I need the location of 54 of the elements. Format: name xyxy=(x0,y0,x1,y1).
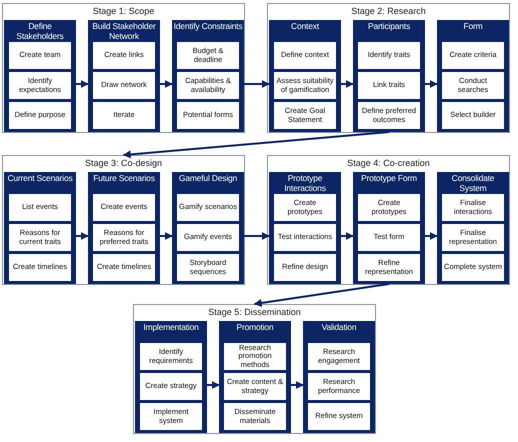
phase-column xyxy=(353,20,425,132)
column-heading: Implementation xyxy=(142,323,200,332)
stage-title: Stage 4: Co-creation xyxy=(346,158,431,169)
phase-column xyxy=(303,321,375,433)
stage-title: Stage 1: Scope xyxy=(92,6,156,17)
arrow xyxy=(254,283,390,307)
phase-column xyxy=(135,321,207,433)
column-heading: Prototype Form xyxy=(360,174,418,184)
column-heading: Build Stakeholder Network xyxy=(91,22,157,41)
phase-column xyxy=(437,20,509,132)
stage-title: Stage 2: Research xyxy=(350,6,427,17)
column-heading: Consolidate System xyxy=(450,174,496,193)
stage-title: Stage 3: Co-design xyxy=(84,158,164,169)
phase-column xyxy=(172,20,244,132)
arrow xyxy=(244,80,270,88)
stage-panel xyxy=(267,155,510,285)
arrow xyxy=(122,131,390,158)
arrow xyxy=(244,232,270,240)
phase-column xyxy=(4,172,76,284)
column-heading: Participants xyxy=(366,22,411,32)
phase-column xyxy=(353,172,425,284)
column-heading: Define Stakeholders xyxy=(15,22,65,41)
arrow xyxy=(425,80,438,88)
column-heading: Current Scenarios xyxy=(6,174,74,184)
stage-title: Stage 5: Dissemination xyxy=(207,307,302,318)
column-heading: Context xyxy=(290,22,320,32)
column-heading: Validation xyxy=(320,323,358,332)
arrow xyxy=(425,232,438,240)
column-heading: Form xyxy=(462,22,484,32)
stage-panel xyxy=(133,304,376,434)
column-heading: Future Scenarios xyxy=(92,174,156,184)
arrow xyxy=(160,232,173,240)
stage-panel xyxy=(2,3,245,133)
phase-column xyxy=(269,172,341,284)
phase-column xyxy=(88,20,160,132)
phase-column xyxy=(269,20,341,132)
arrow xyxy=(76,80,89,88)
arrow xyxy=(341,232,354,240)
phase-column xyxy=(172,172,244,284)
phase-column xyxy=(4,20,76,132)
stage-panel xyxy=(2,155,245,285)
arrow xyxy=(341,80,354,88)
phase-column xyxy=(88,172,160,284)
arrow xyxy=(207,381,220,389)
column-heading: Gameful Design xyxy=(178,174,238,184)
phase-column xyxy=(219,321,291,433)
stage-panel xyxy=(267,3,510,133)
arrow xyxy=(160,80,173,88)
column-heading: Prototype Interactions xyxy=(283,174,327,193)
arrow xyxy=(76,232,89,240)
arrow xyxy=(291,381,304,389)
column-heading: Identify Constraints xyxy=(173,22,243,32)
column-heading: Promotion xyxy=(236,323,274,332)
phase-column xyxy=(437,172,509,284)
